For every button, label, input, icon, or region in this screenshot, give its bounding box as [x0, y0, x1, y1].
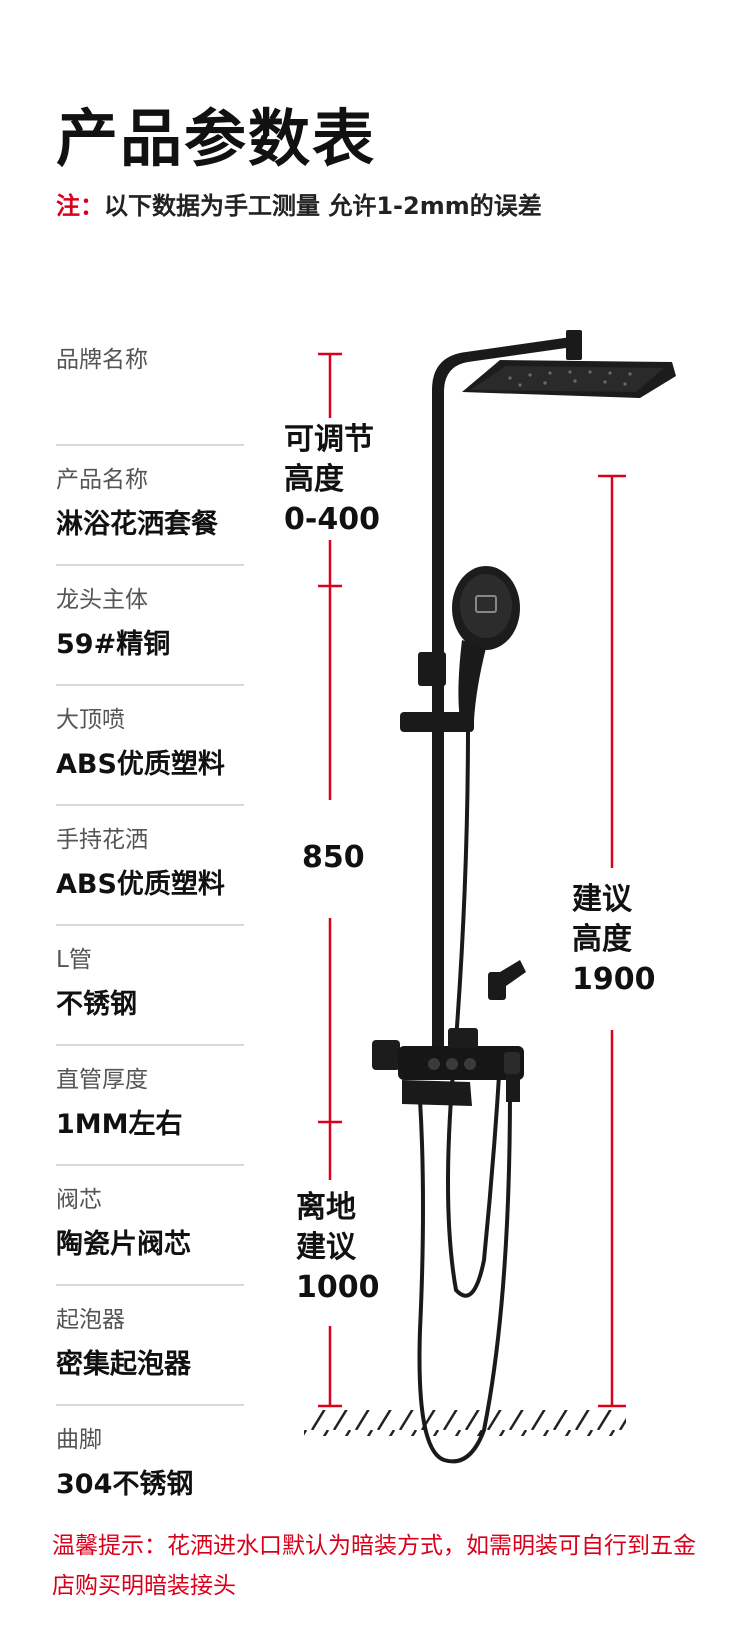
spec-label: 阀芯 — [56, 1187, 102, 1213]
spec-value: ABS优质塑料 — [56, 749, 225, 780]
installation-tip: 温馨提示：花洒进水口默认为暗装方式，如需明装可自行到五金店购买明暗装接头 — [52, 1533, 696, 1599]
divider — [56, 1284, 244, 1286]
spec-label: L管 — [56, 947, 92, 973]
mixer-valve — [372, 1028, 524, 1106]
spec-label: 直管厚度 — [56, 1067, 148, 1093]
spec-value: 1MM左右 — [56, 1109, 183, 1140]
divider — [56, 564, 244, 566]
dimension-line-suggested-height — [598, 474, 626, 1408]
note-text: 以下数据为手工测量 允许1-2mm的误差 — [104, 192, 542, 220]
spec-item-handheld: 手持花洒 ABS优质塑料 — [56, 820, 244, 940]
dimension-line-floor — [318, 1122, 342, 1408]
spec-label: 产品名称 — [56, 467, 148, 493]
handheld-hose — [446, 725, 502, 1298]
handheld-shower — [452, 566, 520, 720]
spec-label: 起泡器 — [56, 1307, 125, 1333]
measurement-note: 注：以下数据为手工测量 允许1-2mm的误差 — [56, 186, 542, 221]
bidet-hose — [417, 1089, 512, 1464]
spec-label: 手持花洒 — [56, 827, 148, 853]
spec-item-body: 龙头主体 59#精铜 — [56, 580, 244, 700]
spec-item-aerator: 起泡器密集起泡器 — [56, 1300, 244, 1420]
divider — [56, 804, 244, 806]
spec-item-valve-core: 阀芯陶瓷片阀芯 — [56, 1180, 244, 1300]
page-title: 产品参数表 — [56, 102, 377, 175]
spec-item-curved-leg: 曲脚 304不锈钢 — [56, 1420, 244, 1540]
rain-shower-head — [462, 360, 676, 398]
spec-list: 品牌名称 产品名称淋浴花洒套餐 龙头主体 59#精铜 大顶喷 ABS优质塑料 手持花… — [56, 340, 244, 1540]
riser-pipe — [432, 330, 582, 1060]
spec-item-top-spray: 大顶喷 ABS优质塑料 — [56, 700, 244, 820]
spec-value: 不锈钢 — [56, 989, 137, 1020]
floor-distance-label: 离地 建议 1000 — [296, 1190, 380, 1305]
spec-value: ABS优质塑料 — [56, 869, 225, 900]
slider-bracket — [400, 652, 474, 732]
spec-label: 大顶喷 — [56, 707, 125, 733]
pipe-length-label: 850 — [302, 840, 365, 875]
spec-value: 密集起泡器 — [56, 1349, 191, 1380]
spec-item-l-pipe: L管不锈钢 — [56, 940, 244, 1060]
spec-label: 品牌名称 — [56, 347, 148, 373]
floor-hatch — [304, 1410, 626, 1436]
divider — [56, 1164, 244, 1166]
note-lead: 注： — [56, 192, 104, 220]
suggested-height-label: 建议 高度 1900 — [572, 882, 656, 997]
divider — [56, 684, 244, 686]
spec-item-product-name: 产品名称淋浴花洒套餐 — [56, 460, 244, 580]
spec-value: 59#精铜 — [56, 629, 171, 660]
adjustable-height-label: 可调节 高度 0-400 — [284, 422, 380, 537]
divider — [56, 444, 244, 446]
spec-value: 304不锈钢 — [56, 1469, 194, 1500]
spec-value: 淋浴花洒套餐 — [56, 509, 218, 540]
divider — [56, 1044, 244, 1046]
divider — [56, 924, 244, 926]
spec-value: 陶瓷片阀芯 — [56, 1229, 191, 1260]
spec-item-pipe-thickness: 直管厚度 1MM左右 — [56, 1060, 244, 1180]
spec-label: 龙头主体 — [56, 587, 148, 613]
spec-item-brand: 品牌名称 — [56, 340, 244, 460]
divider — [56, 1404, 244, 1406]
bidet-sprayer — [488, 960, 526, 1000]
spec-label: 曲脚 — [56, 1427, 102, 1453]
